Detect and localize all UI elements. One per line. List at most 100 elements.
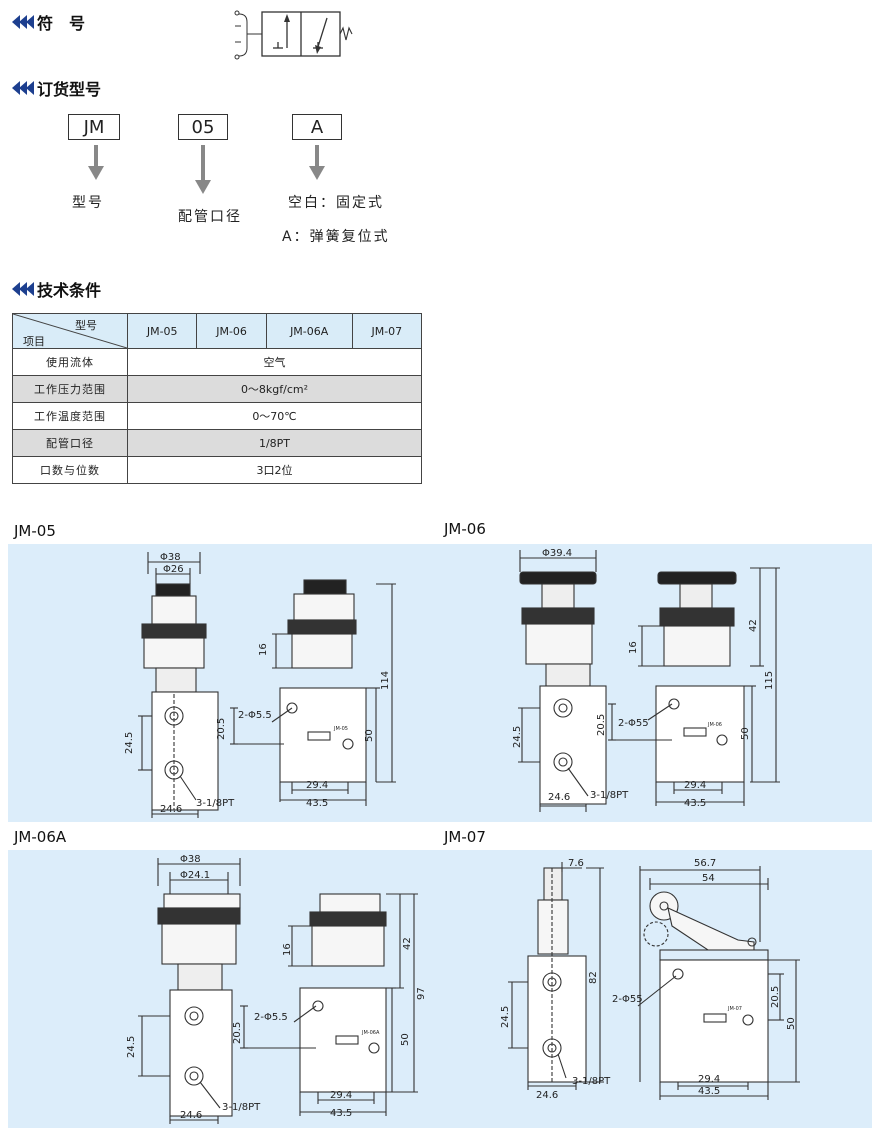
corner-item-label: 项目 bbox=[23, 335, 45, 348]
drawing-title-jm06: JM-06 bbox=[444, 520, 486, 538]
table-row: 工作温度范围 0～70℃ bbox=[12, 402, 422, 430]
jm05-dim-24-5: 24.5 bbox=[124, 732, 135, 754]
jm06-front-view bbox=[518, 550, 607, 812]
jm05-tag: JM-05 bbox=[333, 726, 348, 732]
table-row: 配管口径 1/8PT bbox=[12, 429, 422, 457]
arrow-down-icon bbox=[201, 145, 205, 181]
arrow-down-icon bbox=[315, 145, 319, 167]
jm06-dim-16: 16 bbox=[628, 641, 639, 654]
drawing-title-jm05: JM-05 bbox=[14, 522, 56, 540]
jm07-side-view bbox=[637, 866, 800, 1100]
section-symbol-title: 符 号 bbox=[37, 14, 86, 33]
jm06-dim-43-5: 43.5 bbox=[684, 798, 706, 809]
jm06-dim-outer: Φ39.4 bbox=[542, 548, 572, 559]
corner-model-label: 型号 bbox=[75, 319, 97, 332]
table-row: 使用流体 空气 bbox=[12, 348, 422, 376]
jm06a-dim-97: 97 bbox=[416, 987, 427, 1000]
jm05-dim-43-5: 43.5 bbox=[306, 798, 328, 809]
jm06-side-view bbox=[608, 567, 780, 806]
jm06-dim-20-5: 20.5 bbox=[596, 714, 607, 736]
drawing-svg-top: Φ38 Φ26 24.5 24.6 3-1/8PT 16 bbox=[124, 548, 780, 818]
model-col: JM-07 bbox=[351, 313, 423, 349]
drawing-panel-bottom: Φ38 Φ24.1 24.5 24.6 3-1/8PT 16 bbox=[8, 850, 872, 1128]
jm07-tag: JM-07 bbox=[727, 1006, 742, 1012]
model-col: JM-06A bbox=[265, 313, 353, 349]
jm06a-dim-24-5: 24.5 bbox=[126, 1036, 137, 1058]
jm06-hole: 2-Φ55 bbox=[618, 718, 649, 729]
jm06a-dim-outer: Φ38 bbox=[180, 854, 201, 865]
chevron-left-icon bbox=[12, 15, 34, 29]
section-tech-title: 技术条件 bbox=[37, 281, 102, 300]
section-order-header: 订货型号 bbox=[12, 76, 101, 100]
jm07-port: 3-1/8PT bbox=[572, 1076, 611, 1087]
jm07-dim-24-6: 24.6 bbox=[536, 1090, 558, 1101]
order-blank-label: 空白：固定式 bbox=[288, 195, 384, 211]
jm07-dim-54: 54 bbox=[702, 873, 715, 884]
jm06-dim-42: 42 bbox=[748, 619, 759, 632]
jm07-dim-24-5: 24.5 bbox=[500, 1006, 511, 1028]
jm06a-dim-20-5: 20.5 bbox=[232, 1022, 243, 1044]
jm06a-port: 3-1/8PT bbox=[222, 1102, 261, 1113]
jm07-dim-82: 82 bbox=[588, 971, 599, 984]
drawing-title-jm07: JM-07 bbox=[444, 828, 486, 846]
jm06a-side-view bbox=[240, 893, 418, 1116]
jm07-dim-20-5: 20.5 bbox=[770, 986, 781, 1008]
jm06a-dim-43-5: 43.5 bbox=[330, 1108, 352, 1119]
row-value: 3口2位 bbox=[127, 456, 422, 484]
jm06a-dim-24-6: 24.6 bbox=[180, 1110, 202, 1121]
row-value: 0～8kgf/cm² bbox=[127, 375, 422, 403]
order-model-label: 型号 bbox=[72, 195, 104, 211]
jm06a-dim-inner: Φ24.1 bbox=[180, 870, 210, 881]
jm05-side-view bbox=[230, 579, 396, 806]
jm05-dim-114: 114 bbox=[380, 671, 391, 690]
jm05-port: 3-1/8PT bbox=[196, 798, 235, 809]
jm06-dim-115: 115 bbox=[764, 671, 775, 690]
jm07-dim-56-7: 56.7 bbox=[694, 858, 716, 869]
jm07-dim-29-4: 29.4 bbox=[698, 1074, 720, 1085]
jm06a-dim-50: 50 bbox=[400, 1033, 411, 1046]
row-item: 口数与位数 bbox=[12, 456, 128, 484]
spec-table: 型号 项目 JM-05 JM-06 JM-06A JM-07 使用流体 空气 工… bbox=[12, 313, 423, 484]
jm06-dim-29-4: 29.4 bbox=[684, 780, 706, 791]
jm05-dim-50: 50 bbox=[364, 729, 375, 742]
jm05-dim-inner: Φ26 bbox=[163, 564, 184, 575]
jm05-dim-outer: Φ38 bbox=[160, 552, 181, 563]
row-value: 1/8PT bbox=[127, 429, 422, 457]
jm05-hole: 2-Φ5.5 bbox=[238, 710, 272, 721]
arrow-head-icon bbox=[309, 166, 325, 180]
row-item: 工作温度范围 bbox=[12, 402, 128, 430]
row-item: 使用流体 bbox=[12, 348, 128, 376]
jm05-dim-16: 16 bbox=[258, 643, 269, 656]
row-item: 配管口径 bbox=[12, 429, 128, 457]
model-col: JM-06 bbox=[196, 313, 267, 349]
spec-corner-cell: 型号 项目 bbox=[12, 313, 128, 349]
arrow-head-icon bbox=[195, 180, 211, 194]
valve-symbol-diagram bbox=[234, 10, 353, 60]
jm06a-front-view bbox=[138, 858, 241, 1124]
jm07-hole: 2-Φ55 bbox=[612, 994, 643, 1005]
chevron-left-icon bbox=[12, 81, 34, 95]
jm07-dim-7-6: 7.6 bbox=[568, 858, 584, 869]
arrow-down-icon bbox=[94, 145, 98, 167]
jm06-dim-24-5: 24.5 bbox=[512, 726, 523, 748]
jm06-dim-24-6: 24.6 bbox=[548, 792, 570, 803]
jm07-front-view bbox=[508, 862, 604, 1090]
jm05-front-view bbox=[138, 552, 219, 818]
section-order-title: 订货型号 bbox=[37, 80, 102, 99]
row-item: 工作压力范围 bbox=[12, 375, 128, 403]
row-value: 空气 bbox=[127, 348, 422, 376]
order-box-model: JM bbox=[68, 114, 120, 140]
order-port-label: 配管口径 bbox=[178, 209, 242, 225]
drawing-panel-top: Φ38 Φ26 24.5 24.6 3-1/8PT 16 bbox=[8, 544, 872, 822]
jm06a-tag: JM-06A bbox=[361, 1030, 380, 1036]
table-row: 口数与位数 3口2位 bbox=[12, 456, 422, 484]
row-value: 0～70℃ bbox=[127, 402, 422, 430]
jm06a-dim-16: 16 bbox=[282, 943, 293, 956]
jm06-tag: JM-06 bbox=[707, 722, 722, 728]
drawing-title-jm06a: JM-06A bbox=[14, 828, 67, 846]
order-a-label: A：弹簧复位式 bbox=[282, 229, 390, 245]
chevron-left-icon bbox=[12, 282, 34, 296]
order-box-port: 05 bbox=[178, 114, 228, 140]
section-tech-header: 技术条件 bbox=[12, 277, 101, 301]
jm05-dim-29-4: 29.4 bbox=[306, 780, 328, 791]
